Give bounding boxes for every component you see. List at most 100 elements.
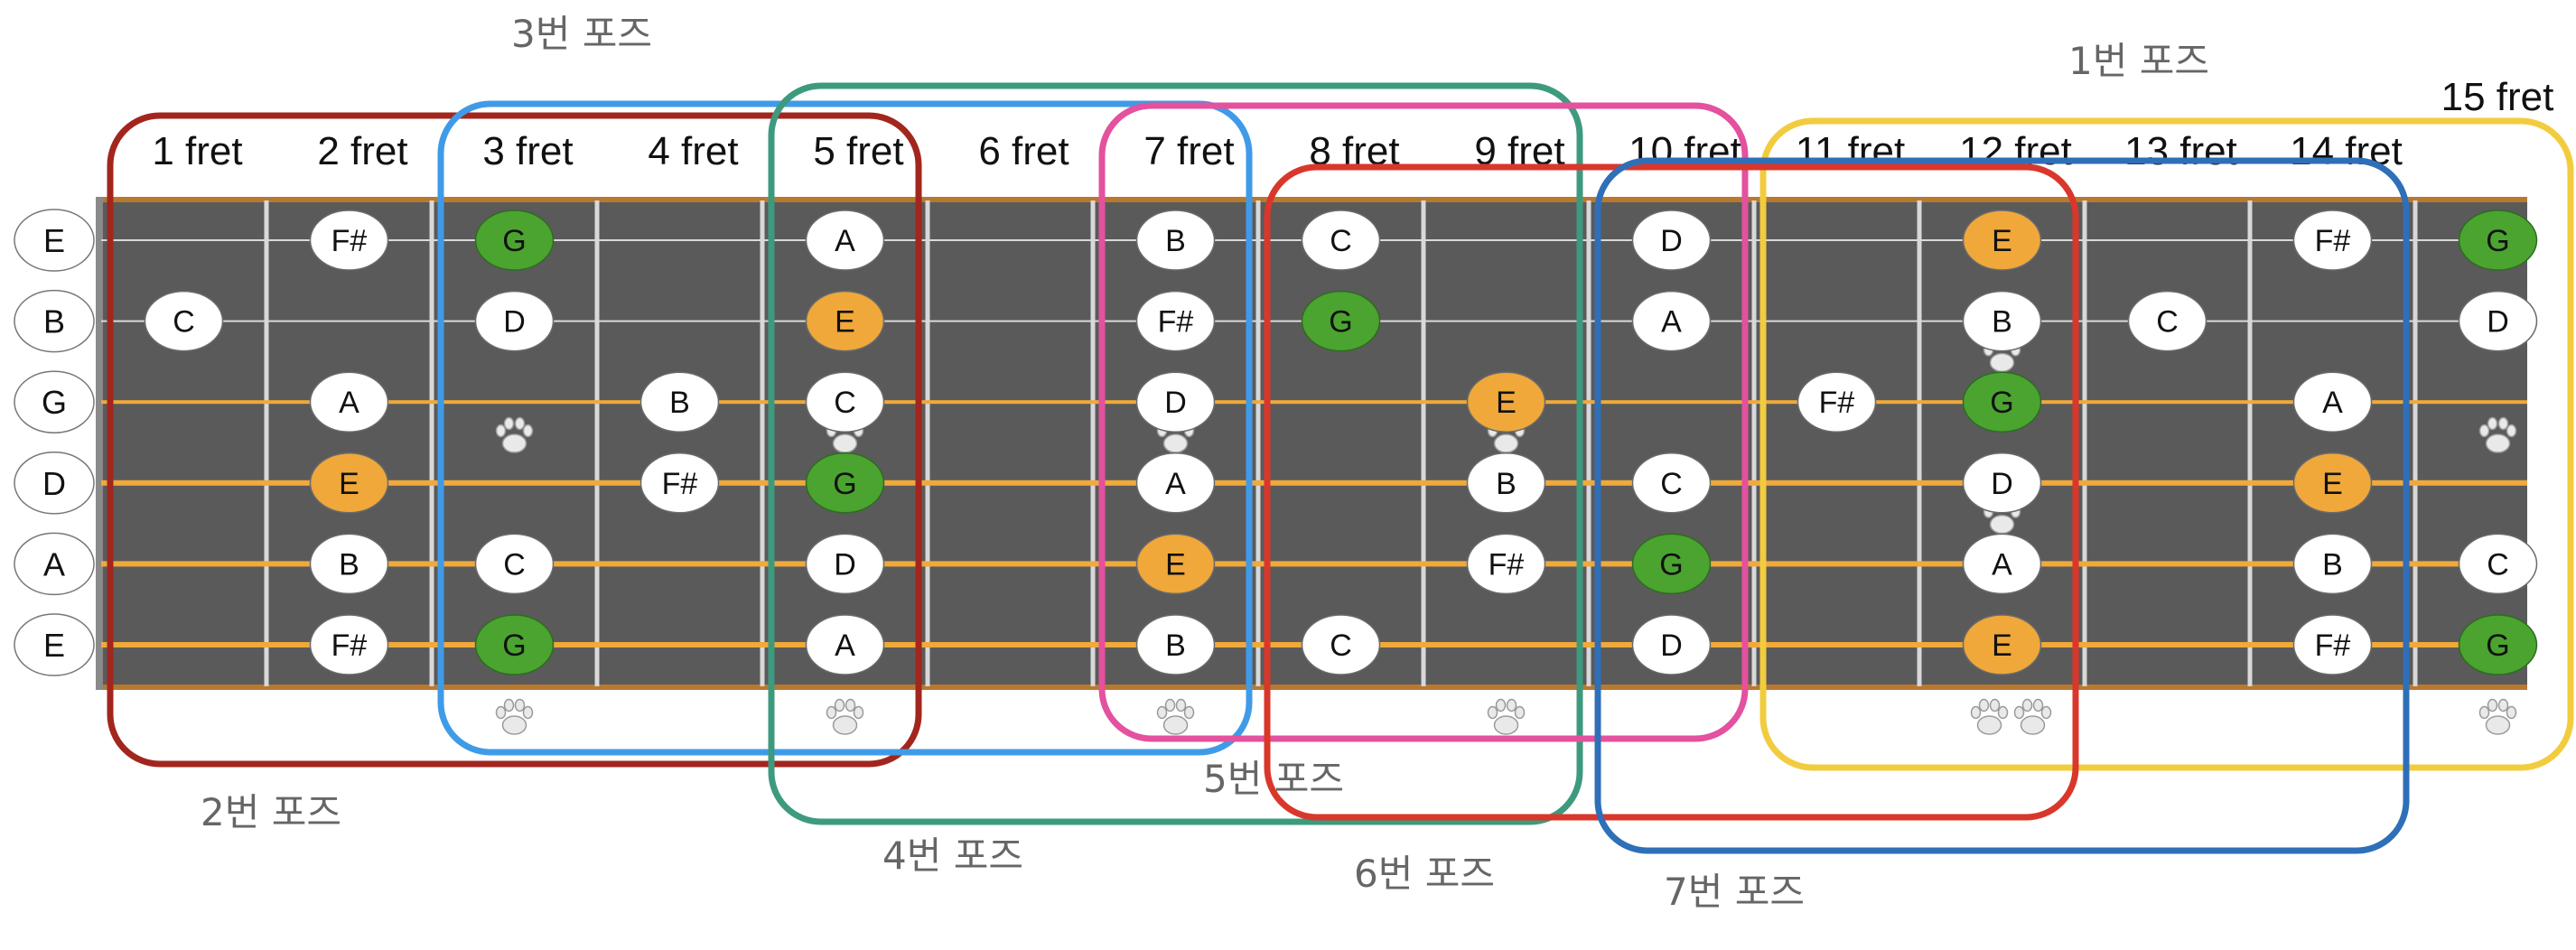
note-circle xyxy=(1962,452,2042,514)
open-string-circle xyxy=(14,209,95,272)
note-circle xyxy=(2292,533,2373,595)
fret-wire xyxy=(925,200,930,686)
position-outline xyxy=(1594,157,2410,854)
note-marker: G xyxy=(1962,371,2042,433)
note-marker: C xyxy=(1631,452,1712,514)
note-marker: A xyxy=(2292,371,2373,433)
note-label: G xyxy=(1659,547,1683,582)
note-marker: E xyxy=(1466,371,1546,433)
note-marker: F# xyxy=(309,210,389,271)
paw-marker-icon xyxy=(2478,698,2517,735)
note-circle xyxy=(805,210,885,271)
note-marker: A xyxy=(1631,290,1712,352)
note-label: E xyxy=(1992,629,2012,663)
note-circle xyxy=(1962,371,2042,433)
note-label: G xyxy=(2486,629,2509,663)
note-marker: A xyxy=(1962,533,2042,595)
paw-marker-icon xyxy=(495,698,534,735)
note-label: D xyxy=(1991,467,2013,501)
paw-marker-icon xyxy=(1487,698,1526,735)
note-circle xyxy=(1466,452,1546,514)
note-circle xyxy=(1631,210,1712,271)
note-marker: F# xyxy=(2292,614,2373,675)
note-circle xyxy=(2127,290,2207,352)
note-circle xyxy=(805,290,885,352)
note-circle xyxy=(474,533,555,595)
open-string-label: G xyxy=(42,384,67,421)
fret-wire xyxy=(2247,200,2253,686)
paw-marker-icon xyxy=(826,698,864,735)
fret-label: 15 fret xyxy=(2441,75,2554,119)
note-circle xyxy=(1135,614,1216,675)
open-string-label: D xyxy=(42,465,66,502)
paw-marker-icon xyxy=(2013,698,2052,735)
note-marker: G xyxy=(2458,210,2538,271)
fret-label: 3 fret xyxy=(482,129,573,173)
note-marker: D xyxy=(1135,371,1216,433)
note-label: E xyxy=(1992,224,2012,258)
note-marker: G xyxy=(2458,614,2538,675)
note-circle xyxy=(639,371,720,433)
note-circle xyxy=(2458,614,2538,675)
note-label: F# xyxy=(1819,386,1855,420)
note-circle xyxy=(1631,452,1712,514)
note-label: G xyxy=(502,629,526,663)
fret-wire xyxy=(264,200,269,686)
position-label: 2번 포즈 xyxy=(201,790,341,834)
note-label: F# xyxy=(1158,305,1194,340)
note-label: G xyxy=(1329,305,1352,340)
note-marker: C xyxy=(1301,614,1381,675)
note-label: A xyxy=(1165,467,1186,501)
note-label: A xyxy=(1992,547,2012,582)
fretboard-bottom-edge xyxy=(101,685,2527,690)
note-circle xyxy=(1135,290,1216,352)
note-label: A xyxy=(835,629,855,663)
position-box: 1번 포즈 xyxy=(1759,39,2574,771)
note-marker: G xyxy=(474,614,555,675)
note-circle xyxy=(639,452,720,514)
paw-marker-icon xyxy=(2478,416,2517,453)
fret-wire xyxy=(1090,200,1096,686)
open-string-circle xyxy=(14,370,95,433)
note-label: D xyxy=(2487,305,2509,340)
note-circle xyxy=(1797,371,1877,433)
fret-label: 13 fret xyxy=(2124,129,2237,173)
note-marker: C xyxy=(805,371,885,433)
note-marker: B xyxy=(2292,533,2373,595)
fretboard xyxy=(96,197,2527,690)
note-label: B xyxy=(2322,547,2343,582)
note-label: E xyxy=(339,467,359,501)
note-label: C xyxy=(503,547,526,582)
note-marker: D xyxy=(1631,210,1712,271)
note-marker: A xyxy=(805,210,885,271)
note-label: F# xyxy=(662,467,698,501)
note-circle xyxy=(805,452,885,514)
note-circle xyxy=(805,533,885,595)
note-circle xyxy=(1466,371,1546,433)
open-string-label: E xyxy=(43,627,65,664)
note-label: E xyxy=(2322,467,2343,501)
fret-wire xyxy=(1586,200,1591,686)
open-string-label: E xyxy=(43,222,65,259)
note-marker: A xyxy=(309,371,389,433)
note-circle xyxy=(309,210,389,271)
note-marker: A xyxy=(805,614,885,675)
position-label: 6번 포즈 xyxy=(1354,852,1495,896)
note-label: C xyxy=(1660,467,1683,501)
note-label: F# xyxy=(331,224,368,258)
note-marker: A xyxy=(1135,452,1216,514)
note-marker: B xyxy=(1962,290,2042,352)
note-circle xyxy=(2292,614,2373,675)
position-label: 4번 포즈 xyxy=(882,834,1023,878)
note-label: A xyxy=(339,386,359,420)
note-label: C xyxy=(1330,629,1352,663)
note-label: D xyxy=(1164,386,1187,420)
note-circle xyxy=(2458,533,2538,595)
note-label: B xyxy=(1992,305,2012,340)
note-marker: C xyxy=(2127,290,2207,352)
fret-wire xyxy=(429,200,434,686)
fret-label: 7 fret xyxy=(1143,129,1234,173)
note-label: B xyxy=(1165,224,1186,258)
note-circle xyxy=(309,371,389,433)
note-circle xyxy=(474,210,555,271)
